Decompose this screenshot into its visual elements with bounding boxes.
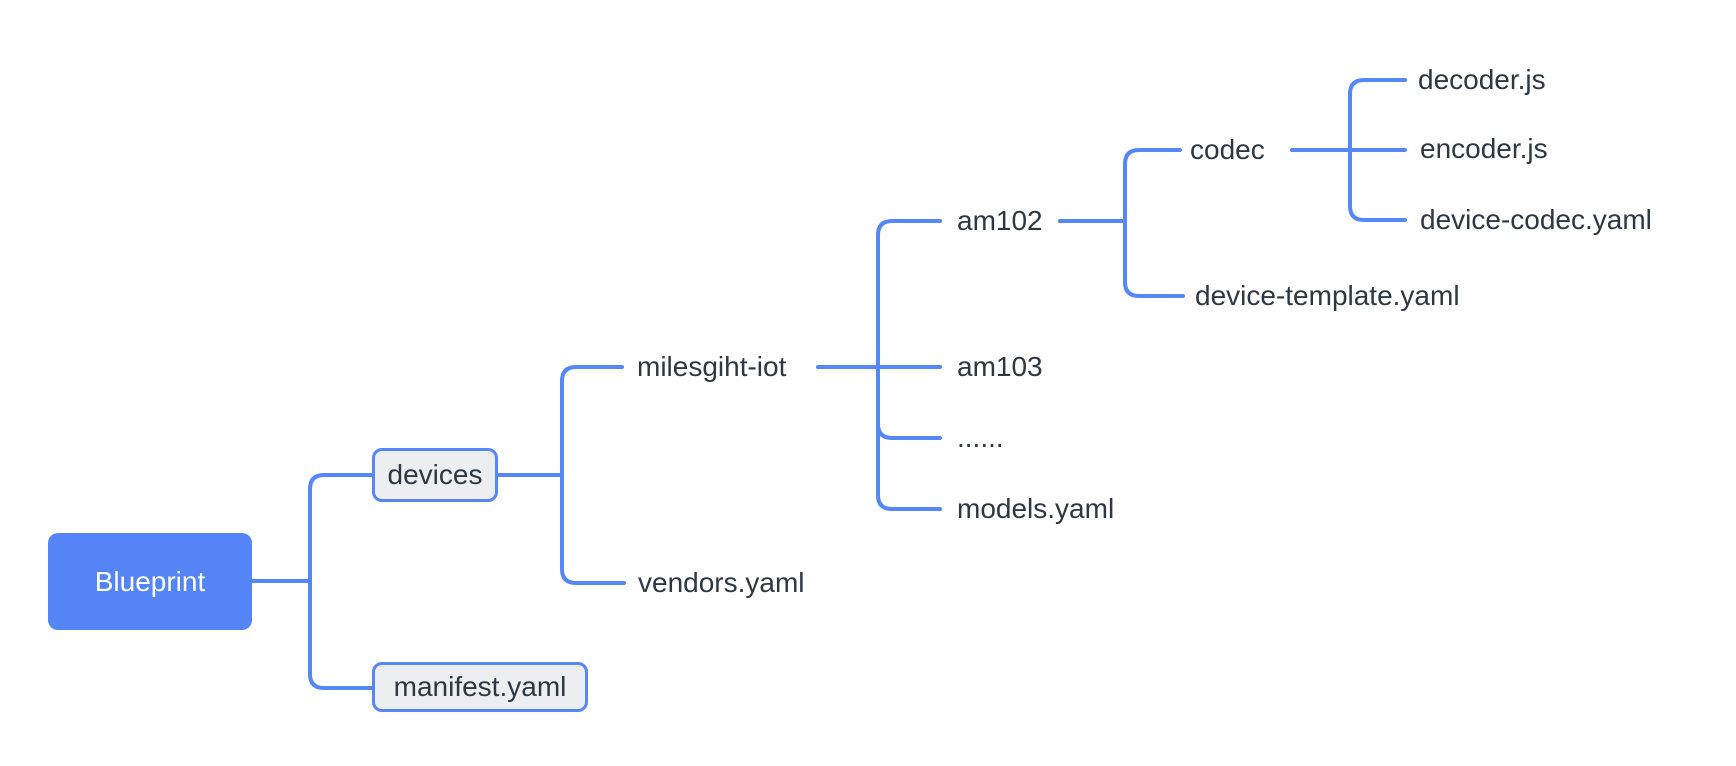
tree-node-device-codec-yaml: device-codec.yaml [1420, 204, 1652, 236]
tree-node-devices-label: devices [387, 459, 483, 490]
tree-node-ellipsis: ...... [957, 422, 1004, 454]
tree-node-am103: am103 [957, 351, 1043, 383]
tree-node-manifest-yaml-label: manifest.yaml [393, 671, 567, 702]
connector-codec-children-trunk [1348, 78, 1407, 222]
tree-node-encoder-js: encoder.js [1420, 133, 1548, 165]
tree-node-milesgiht-iot: milesgiht-iot [637, 351, 787, 383]
tree-node-blueprint: Blueprint [48, 533, 252, 630]
tree-node-am102: am102 [957, 205, 1043, 237]
tree-node-decoder-js: decoder.js [1418, 64, 1546, 96]
tree-node-models-yaml: models.yaml [957, 493, 1115, 525]
connector-milesight-children-trunk [876, 219, 942, 511]
tree-node-device-template-yaml: device-template.yaml [1195, 280, 1460, 312]
connector-root-children-trunk [308, 473, 374, 690]
tree-node-codec: codec [1190, 134, 1265, 166]
tree-node-blueprint-label: Blueprint [94, 565, 206, 597]
tree-node-manifest-yaml: manifest.yaml [372, 662, 588, 712]
tree-node-devices: devices [372, 448, 498, 502]
tree-node-vendors-yaml: vendors.yaml [638, 567, 805, 599]
connector-am102-children-trunk [1123, 148, 1185, 298]
connector-devices-children-trunk [560, 365, 626, 585]
connector-ellipsis-elbow [876, 422, 942, 440]
